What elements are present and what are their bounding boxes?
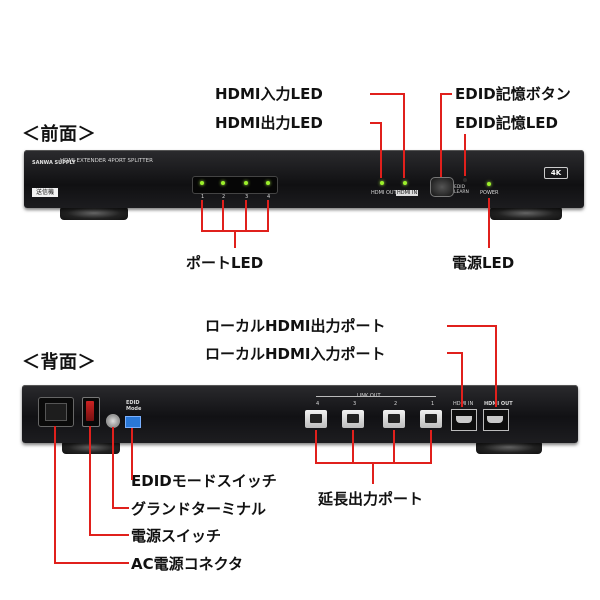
callout-line xyxy=(245,200,247,232)
callout-line xyxy=(267,200,269,232)
transmitter-sticker: 送信機 xyxy=(32,188,58,197)
hdmi-out-text: HDMI OUT xyxy=(484,401,513,407)
ac-power-socket xyxy=(45,403,67,421)
label-ground-terminal: グランドターミナル xyxy=(131,500,267,518)
port-led-window xyxy=(192,176,278,194)
callout-line xyxy=(112,427,114,508)
power-led xyxy=(487,182,491,186)
callout-line xyxy=(461,352,463,407)
rj45-socket xyxy=(347,414,359,423)
front-device xyxy=(24,150,584,208)
label-port-led: ポートLED xyxy=(186,254,264,272)
callout-line xyxy=(440,93,442,177)
callout-line xyxy=(495,325,497,407)
callout-line xyxy=(89,534,129,536)
label-edid-mode-switch: EDIDモードスイッチ xyxy=(131,472,277,490)
callout-line xyxy=(112,507,129,509)
label-power-led: 電源LED xyxy=(452,254,515,272)
power-switch-rocker xyxy=(86,401,94,421)
device-foot xyxy=(62,440,120,454)
front-heading: ＜前面＞ xyxy=(22,124,96,145)
label-edid-led: EDID記憶LED xyxy=(455,114,558,132)
port-led-1 xyxy=(200,181,204,185)
callout-line xyxy=(447,352,463,354)
hdmi-in-text: HDMI IN xyxy=(396,190,419,196)
edid-mode-text: EDID Mode xyxy=(126,400,142,412)
label-extension-out: 延長出力ポート xyxy=(318,490,424,508)
rj45-socket xyxy=(310,414,322,423)
callout-line xyxy=(131,428,133,480)
edid-mode-switch[interactable] xyxy=(125,416,141,428)
port-led-2 xyxy=(221,181,225,185)
label-power-switch: 電源スイッチ xyxy=(131,527,222,545)
hdmi-socket xyxy=(456,416,472,423)
callout-line xyxy=(54,426,56,563)
port-number: 3 xyxy=(245,194,249,200)
edid-led xyxy=(463,178,467,182)
port-number: 4 xyxy=(267,194,271,200)
link-out-rule xyxy=(316,396,436,397)
label-hdmi-in-led: HDMI入力LED xyxy=(215,85,323,103)
callout-line xyxy=(315,430,317,464)
device-foot xyxy=(490,206,562,220)
rj45-socket xyxy=(425,414,437,423)
link-number: 1 xyxy=(431,401,435,407)
link-number: 3 xyxy=(353,401,357,407)
hdmi-out-text: HDMI OUT xyxy=(371,190,397,196)
callout-line xyxy=(89,426,91,535)
callout-line xyxy=(393,430,395,464)
hdmi-socket xyxy=(487,416,503,423)
hdmi-out-led xyxy=(380,181,384,185)
callout-line xyxy=(403,93,405,178)
callout-line xyxy=(464,134,466,176)
4k-badge: 4K xyxy=(544,167,568,179)
edid-learn-button[interactable] xyxy=(430,177,454,197)
power-text: POWER xyxy=(480,190,499,196)
link-number: 2 xyxy=(394,401,398,407)
edid-learn-text: EDID LEARN xyxy=(454,185,469,195)
callout-line xyxy=(234,230,236,248)
callout-line xyxy=(488,198,490,248)
callout-line xyxy=(370,122,382,124)
hdmi-in-led xyxy=(403,181,407,185)
rj45-socket xyxy=(388,414,400,423)
label-hdmi-out-led: HDMI出力LED xyxy=(215,114,323,132)
hdmi-in-text: HDMI IN xyxy=(453,401,474,407)
device-foot xyxy=(476,440,542,454)
model-text: HDMI EXTENDER 4PORT SPLITTER xyxy=(60,158,153,164)
port-number: 2 xyxy=(222,194,226,200)
link-number: 4 xyxy=(316,401,320,407)
callout-line xyxy=(370,93,405,95)
brand-logo: SANWA SUPPLY xyxy=(32,160,76,166)
callout-line xyxy=(222,200,224,232)
label-edid-button: EDID記憶ボタン xyxy=(455,85,571,103)
rear-heading: ＜背面＞ xyxy=(22,352,96,373)
callout-line xyxy=(372,462,374,484)
callout-line xyxy=(380,122,382,178)
callout-line xyxy=(447,325,497,327)
callout-line xyxy=(352,430,354,464)
label-local-hdmi-out: ローカルHDMI出力ポート xyxy=(205,317,386,335)
callout-line xyxy=(54,562,129,564)
ground-terminal[interactable] xyxy=(106,414,120,428)
callout-line xyxy=(430,430,432,464)
label-local-hdmi-in: ローカルHDMI入力ポート xyxy=(205,345,386,363)
port-number: 1 xyxy=(201,194,205,200)
port-led-4 xyxy=(266,181,270,185)
port-led-3 xyxy=(244,181,248,185)
callout-line xyxy=(201,200,203,232)
device-foot xyxy=(60,206,128,220)
label-ac-connector: AC電源コネクタ xyxy=(131,555,244,573)
callout-line xyxy=(440,93,452,95)
